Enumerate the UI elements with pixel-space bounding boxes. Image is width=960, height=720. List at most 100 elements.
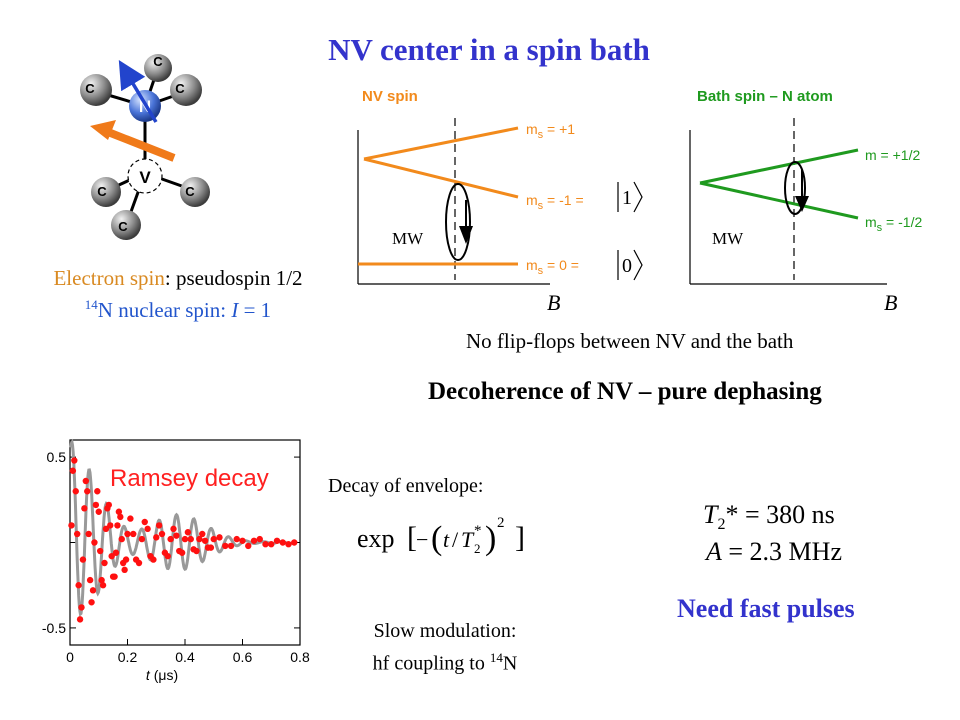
ramsey-data-point bbox=[84, 488, 91, 495]
ramsey-data-point bbox=[216, 534, 223, 541]
ramsey-data-point bbox=[285, 541, 292, 548]
ramsey-data-point bbox=[111, 573, 118, 580]
bath-down-level bbox=[699, 181, 859, 220]
y-tick-label: -0.5 bbox=[42, 620, 66, 636]
ramsey-data-point bbox=[88, 599, 95, 606]
ramsey-data-point bbox=[118, 535, 125, 543]
bath-up-level bbox=[699, 148, 859, 185]
ramsey-data-point bbox=[178, 549, 186, 556]
ramsey-data-point bbox=[158, 530, 166, 538]
decay-envelope-text: Decay of envelope: bbox=[328, 475, 484, 497]
ramsey-data-point bbox=[150, 556, 157, 563]
ramsey-data-point bbox=[122, 556, 130, 563]
ramsey-data-point bbox=[72, 488, 79, 495]
ramsey-data-point bbox=[138, 535, 146, 543]
ramsey-data-point bbox=[82, 477, 90, 485]
ramsey-data-point bbox=[273, 537, 281, 544]
carbon-atom bbox=[80, 74, 112, 106]
svg-text:(: ( bbox=[431, 520, 442, 557]
nuclear-spin-value: = 1 bbox=[238, 298, 272, 322]
svg-text:]: ] bbox=[515, 521, 525, 554]
ramsey-data-point bbox=[107, 522, 114, 529]
ket-one-bracket bbox=[617, 181, 643, 213]
ramsey-decay-label: Ramsey decay bbox=[108, 465, 271, 493]
ramsey-data-point bbox=[124, 530, 131, 538]
bath-down-label: ms = -1/2 bbox=[865, 214, 922, 234]
x-tick-label: 0 bbox=[66, 649, 74, 665]
nuclear-spin-arrow-icon bbox=[118, 59, 158, 123]
nv-spin-panel-label: NV spin bbox=[362, 88, 418, 105]
ms-minus-one-level bbox=[363, 157, 519, 199]
ramsey-data-point bbox=[227, 542, 235, 550]
ms-zero-label: ms = 0 = bbox=[526, 257, 579, 277]
ramsey-data-point bbox=[105, 501, 113, 509]
formula-t: t bbox=[443, 527, 450, 552]
ramsey-data-point bbox=[71, 457, 78, 464]
formula-sub: 2 bbox=[474, 541, 481, 556]
decay-formula: exp [ − ( t / T 2 * ) 2 ] bbox=[357, 515, 525, 557]
ramsey-data-point bbox=[233, 535, 240, 543]
y-tick-label: 0.5 bbox=[47, 449, 67, 465]
nv-energy-level-diagram: MW ms = +1 ms = -1 = ms = 0 = 1 0 bbox=[357, 118, 643, 285]
ramsey-data-point bbox=[79, 556, 87, 563]
ramsey-fit-curve bbox=[69, 438, 297, 617]
ramsey-x-axis-label: t(μs) bbox=[146, 667, 178, 683]
carbon-label: C bbox=[97, 184, 107, 199]
ramsey-data-point bbox=[210, 535, 217, 543]
carbon-atom bbox=[91, 177, 121, 207]
x-tick-label: 0.2 bbox=[118, 649, 138, 665]
ket-zero-value: 0 bbox=[622, 255, 632, 277]
ramsey-data-point bbox=[279, 539, 286, 546]
mw-transition-ellipse bbox=[445, 183, 471, 261]
ramsey-data-point bbox=[86, 576, 94, 584]
ms-plus-one-label: ms = +1 bbox=[526, 121, 575, 141]
ramsey-data-point bbox=[98, 576, 105, 584]
formula-exp: exp bbox=[357, 524, 395, 553]
ramsey-data-point bbox=[173, 532, 180, 539]
ramsey-data-point bbox=[81, 505, 88, 512]
ramsey-data-point bbox=[167, 535, 174, 543]
nuclear-spin-line: 14N nuclear spin: I = 1 bbox=[18, 297, 338, 323]
carbon-atom bbox=[180, 177, 210, 207]
ket-zero-bracket bbox=[617, 249, 643, 281]
ramsey-data-point bbox=[115, 508, 123, 515]
ramsey-data-point bbox=[245, 542, 252, 550]
electron-spin-text: : pseudospin 1/2 bbox=[164, 266, 303, 290]
decoherence-heading: Decoherence of NV – pure dephasing bbox=[428, 378, 822, 405]
page-title: NV center in a spin bath bbox=[328, 32, 650, 67]
carbon-label: C bbox=[85, 81, 95, 96]
t2-star-value: T2* = 380 ns bbox=[703, 500, 835, 534]
ramsey-data-point bbox=[127, 515, 134, 522]
carbon-atom bbox=[170, 74, 202, 106]
nv-molecule-diagram: V C C C C C C N bbox=[80, 54, 210, 240]
bath-mw-transition-ellipse bbox=[784, 161, 806, 215]
ramsey-data-point bbox=[184, 529, 192, 536]
hyperfine-a-value: A = 2.3 MHz bbox=[706, 537, 842, 566]
ramsey-data-point bbox=[108, 552, 115, 560]
ramsey-data-point bbox=[268, 541, 275, 548]
bath-b-axis-label: B bbox=[884, 290, 898, 315]
ramsey-data-point bbox=[85, 530, 92, 538]
nv-b-axis-label: B bbox=[547, 290, 561, 315]
ramsey-data-point bbox=[76, 616, 84, 623]
svg-text:[: [ bbox=[407, 521, 417, 554]
ramsey-data-point bbox=[96, 547, 104, 555]
ramsey-data-point bbox=[130, 530, 137, 538]
ramsey-data-point bbox=[141, 518, 148, 526]
x-tick-label: 0.6 bbox=[233, 649, 253, 665]
bath-up-label: m = +1/2 bbox=[865, 147, 920, 163]
ramsey-data-point bbox=[187, 535, 194, 543]
ket-one-value: 1 bbox=[622, 187, 632, 209]
ramsey-data-point bbox=[121, 566, 128, 574]
ms-plus-one-level bbox=[363, 126, 519, 161]
ramsey-data-point bbox=[94, 488, 101, 495]
nuclear-spin-symbol: I bbox=[231, 298, 239, 322]
nv-mw-label: MW bbox=[392, 229, 424, 248]
ramsey-data-point bbox=[91, 539, 98, 546]
ramsey-data-point bbox=[92, 501, 100, 509]
ramsey-data-point bbox=[193, 547, 200, 555]
ramsey-data-point bbox=[164, 552, 171, 560]
carbon-label: C bbox=[175, 81, 185, 96]
ramsey-data-point bbox=[68, 522, 75, 529]
nuclear-spin-text: N nuclear spin: bbox=[97, 298, 232, 322]
